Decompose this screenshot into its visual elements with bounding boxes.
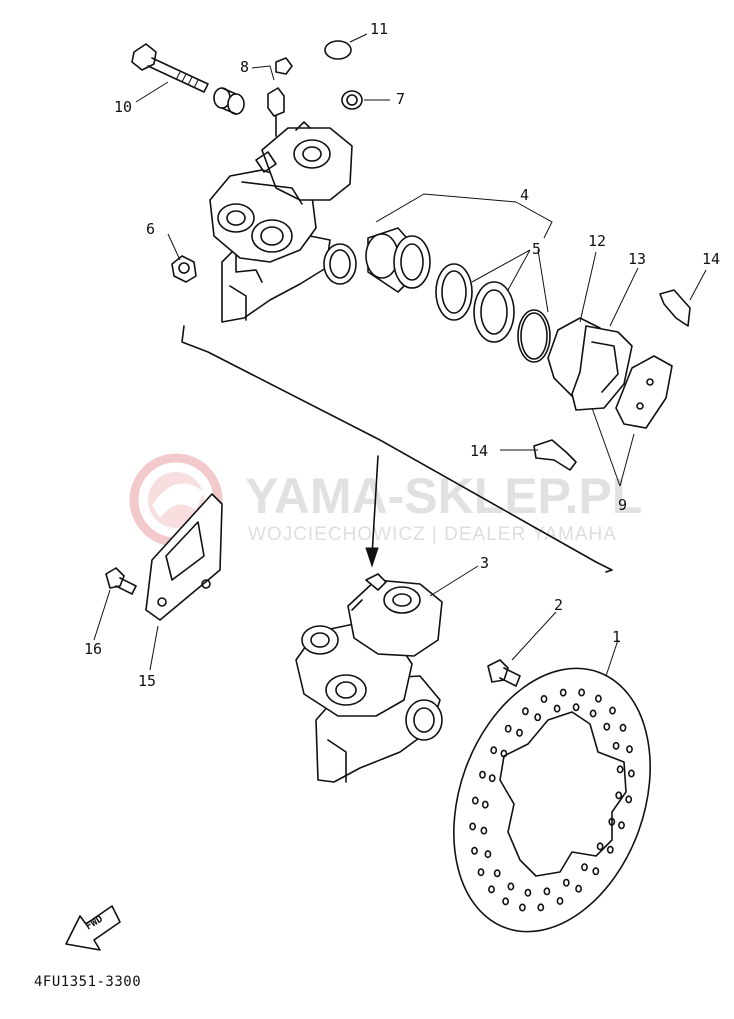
plate-bolt <box>105 567 137 595</box>
callout-14-upper: 14 <box>702 250 720 268</box>
boot-7 <box>341 90 363 110</box>
piston-and-seals <box>365 227 551 363</box>
disc-hole <box>493 869 501 878</box>
disc-hole <box>608 817 616 826</box>
caliper-assembly <box>295 573 443 783</box>
disc-hole <box>471 846 478 855</box>
disc-hole <box>477 868 485 877</box>
disc-hole <box>578 688 585 697</box>
callout-16: 16 <box>84 640 102 658</box>
disc-hole <box>481 800 489 809</box>
pad-backing-plate <box>615 355 673 429</box>
caliper-cap <box>324 40 352 60</box>
disc-hole <box>471 796 479 805</box>
part-code: 4FU1351-3300 <box>34 974 141 990</box>
disc-hole <box>572 703 580 712</box>
disc-hole <box>488 885 495 894</box>
disc-hole <box>522 707 529 716</box>
disc-hole <box>504 724 512 733</box>
callout-10: 10 <box>114 98 132 116</box>
disc-hole <box>534 713 542 722</box>
disc-hole <box>516 728 523 737</box>
disc-hole <box>626 745 633 754</box>
disc-hole <box>524 888 532 897</box>
disc-hole <box>595 694 602 703</box>
disc-holes <box>469 688 635 912</box>
disc-hole <box>618 821 625 830</box>
callout-14-lower: 14 <box>470 442 488 460</box>
callout-9: 9 <box>618 496 627 514</box>
fwd-arrow-icon: FWD <box>65 905 121 951</box>
disc-hole <box>479 770 486 779</box>
watermark-sub-text: WOJCIECHOWICZ | DEALER YAMAHA <box>248 524 617 545</box>
callout-15: 15 <box>138 672 156 690</box>
disc-hole <box>500 749 508 758</box>
pad-clip-upper <box>659 289 691 327</box>
disc-hole <box>581 863 588 872</box>
disc-hole <box>469 822 476 831</box>
disc-hole <box>559 688 567 697</box>
watermark: YAMA-SKLEP.PL WOJCIECHOWICZ | DEALER YAM… <box>129 453 642 547</box>
mounting-plate <box>145 493 223 621</box>
disc-hole <box>606 845 614 854</box>
disc-hole <box>556 896 564 905</box>
disc-hole <box>553 704 561 713</box>
disc-hole <box>543 887 551 896</box>
disc-hole <box>625 795 633 804</box>
disc-hole <box>484 850 492 859</box>
callout-2: 2 <box>554 596 563 614</box>
disc-hole <box>616 765 624 774</box>
disc-hole <box>507 882 515 891</box>
pad-clip-lower <box>533 439 577 471</box>
callout-1: 1 <box>612 628 621 646</box>
callout-4: 4 <box>520 186 529 204</box>
callout-12: 12 <box>588 232 606 250</box>
disc-hole <box>562 878 570 887</box>
disc-hole <box>519 903 526 912</box>
brake-pad <box>571 325 633 411</box>
disc-hole <box>540 694 548 703</box>
callout-11: 11 <box>370 20 388 38</box>
assembly-bracket-line <box>181 325 613 573</box>
callout-6: 6 <box>146 220 155 238</box>
callout-13: 13 <box>628 250 646 268</box>
disc-hole <box>628 769 635 778</box>
disc-hole <box>596 842 604 851</box>
watermark-main-text: YAMA-SKLEP.PL <box>245 468 642 524</box>
disc-hole <box>612 741 620 750</box>
disc-hole <box>619 723 627 732</box>
callout-7: 7 <box>396 90 405 108</box>
disc-hole <box>488 774 496 783</box>
disc-hole <box>615 791 623 800</box>
disc-hole <box>502 897 509 906</box>
callout-labels: 1 2 3 4 5 6 7 8 9 10 11 12 13 14 14 15 1… <box>84 20 720 690</box>
leader-lines <box>93 33 707 677</box>
callout-8: 8 <box>240 58 249 76</box>
boot-6 <box>171 255 197 283</box>
callout-3: 3 <box>480 554 489 572</box>
disc-hole <box>609 706 616 715</box>
disc-hole <box>575 884 582 893</box>
disc-hole <box>589 709 597 718</box>
disc-hole <box>490 746 498 755</box>
brake-disc <box>453 667 651 933</box>
disc-hole <box>537 903 545 912</box>
caliper-bolt <box>131 43 209 93</box>
bleed-screw <box>267 57 293 137</box>
disc-hole <box>480 826 488 835</box>
disc-hole <box>603 722 611 731</box>
disc-bolt <box>487 659 521 687</box>
bolt-sleeve <box>213 87 245 115</box>
caliper-assembly-exploded <box>209 121 357 323</box>
disc-hole <box>592 867 600 876</box>
callout-5: 5 <box>532 240 541 258</box>
